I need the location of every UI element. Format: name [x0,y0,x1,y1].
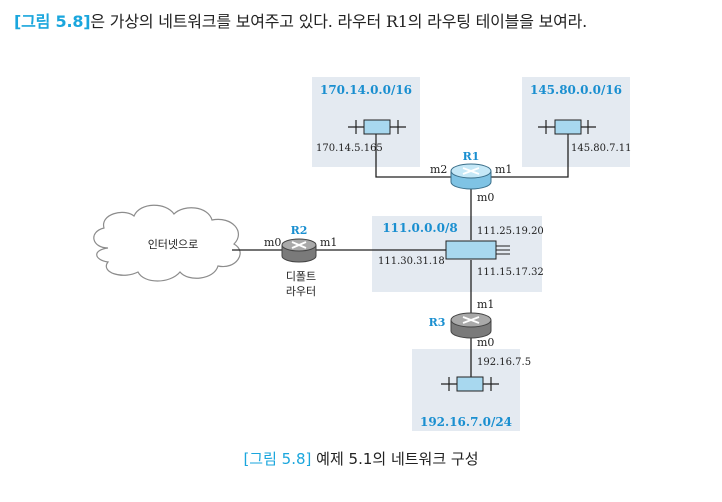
figure-reference: [그림 5.8] [14,12,91,31]
router-r1-icon [450,163,492,190]
caption-reference: [그림 5.8] [243,450,312,468]
question-body: 은 가상의 네트워크를 보여주고 있다. 라우터 R1의 라우팅 테이블을 보여… [90,12,588,31]
figure-caption: [그림 5.8] 예제 5.1의 네트워크 구성 [0,448,722,469]
default-router-label-line2: 라우터 [286,285,316,298]
network-label-145: 145.80.0.0/16 [530,83,622,97]
address-r1-m0: 111.25.19.20 [477,226,544,237]
question-text: [그림 5.8]은 가상의 네트워크를 보여주고 있다. 라우터 R1의 라우팅… [14,8,587,32]
port-r1-m2: m2 [430,163,447,176]
network-label-170: 170.14.0.0/16 [320,83,412,97]
address-r3-m0: 192.16.7.5 [477,357,531,368]
link-r1-m1 [491,140,569,178]
port-r3-m0: m0 [477,336,494,349]
router-name-r3: R3 [429,316,446,329]
switch-111 [445,240,510,260]
port-r2-m1: m1 [320,236,337,249]
address-r1-m2: 170.14.5.165 [316,143,383,154]
port-r1-m0: m0 [477,191,494,204]
internet-label: 인터넷으로 [148,238,199,251]
address-r1-m1: 145.80.7.11 [571,143,631,154]
router-r3-icon [450,312,492,339]
links [232,140,569,376]
caption-body: 예제 5.1의 네트워크 구성 [311,450,479,468]
internet-cloud [93,204,241,282]
link-r1-m2 [375,140,451,178]
router-name-r2: R2 [291,224,308,237]
switch-170 [348,119,406,140]
network-label-192: 192.16.7.0/24 [420,415,512,429]
router-name-r1: R1 [463,150,480,163]
port-r2-m0: m0 [264,236,281,249]
switch-145 [538,119,596,140]
address-r3-m1: 111.15.17.32 [477,267,544,278]
port-r1-m1: m1 [495,163,512,176]
address-r2-m1: 111.30.31.18 [378,256,445,267]
default-router-label-line1: 디폴트 [286,270,316,283]
port-r3-m1: m1 [477,298,494,311]
router-r2-icon [281,238,317,263]
network-label-111: 111.0.0.0/8 [382,221,457,235]
switch-192 [441,376,499,392]
